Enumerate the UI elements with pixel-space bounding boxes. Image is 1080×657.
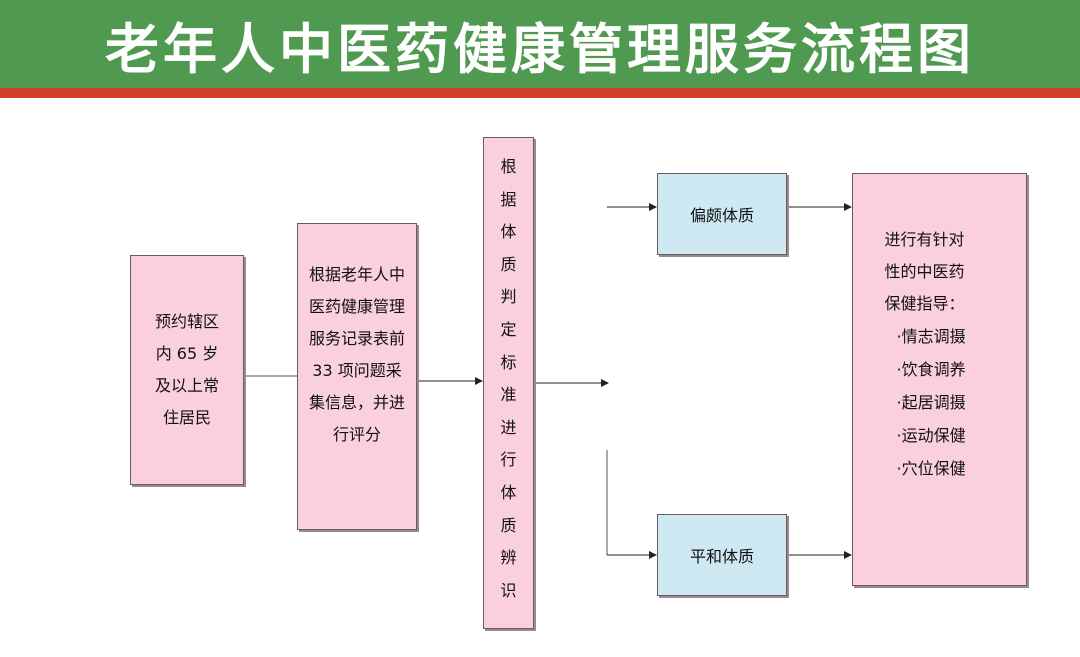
guidance-item: ·穴位保健: [896, 459, 966, 478]
box-c-text: 根据体质判定标准进行体质辨识: [500, 157, 517, 600]
box-a-line: 预约辖区: [154, 312, 219, 331]
box-f-intro-line: 保健指导：: [884, 294, 965, 313]
box-b-line: 行评分: [332, 425, 381, 444]
box-balanced-constitution: 平和体质: [657, 514, 787, 596]
guidance-item: ·情志调摄: [896, 327, 966, 346]
box-d-label: 偏颇体质: [689, 206, 754, 225]
box-e-label: 平和体质: [689, 547, 754, 566]
box-elderly-residents: 预约辖区 内 65 岁 及以上常 住居民: [130, 255, 244, 485]
box-biased-constitution: 偏颇体质: [657, 173, 787, 255]
guidance-item: ·起居调摄: [896, 393, 966, 412]
guidance-item: ·饮食调养: [896, 360, 966, 379]
box-f-intro-line: 性的中医药: [884, 262, 965, 281]
header-stripe: [0, 88, 1080, 98]
box-b-line: 服务记录表前: [308, 329, 405, 348]
box-a-line: 及以上常: [154, 376, 219, 395]
box-b-line: 医药健康管理: [308, 297, 405, 316]
box-f-intro-line: 进行有针对: [884, 230, 965, 249]
header-bar: 老年人中医药健康管理服务流程图: [0, 0, 1080, 88]
box-health-guidance: 进行有针对 性的中医药 保健指导： ·情志调摄 ·饮食调养 ·起居调摄 ·运动保…: [852, 173, 1027, 586]
box-constitution-identification: 根据体质判定标准进行体质辨识: [483, 137, 534, 629]
box-b-line: 集信息，并进: [308, 393, 405, 412]
box-b-line: 根据老年人中: [308, 265, 405, 284]
guidance-item: ·运动保健: [896, 426, 966, 445]
box-a-line: 内 65 岁: [155, 344, 219, 363]
page-title: 老年人中医药健康管理服务流程图: [105, 17, 975, 81]
box-b-line: 33 项问题采: [312, 361, 402, 380]
box-collect-info: 根据老年人中 医药健康管理 服务记录表前 33 项问题采 集信息，并进 行评分: [297, 223, 417, 530]
box-a-line: 住居民: [162, 408, 211, 427]
